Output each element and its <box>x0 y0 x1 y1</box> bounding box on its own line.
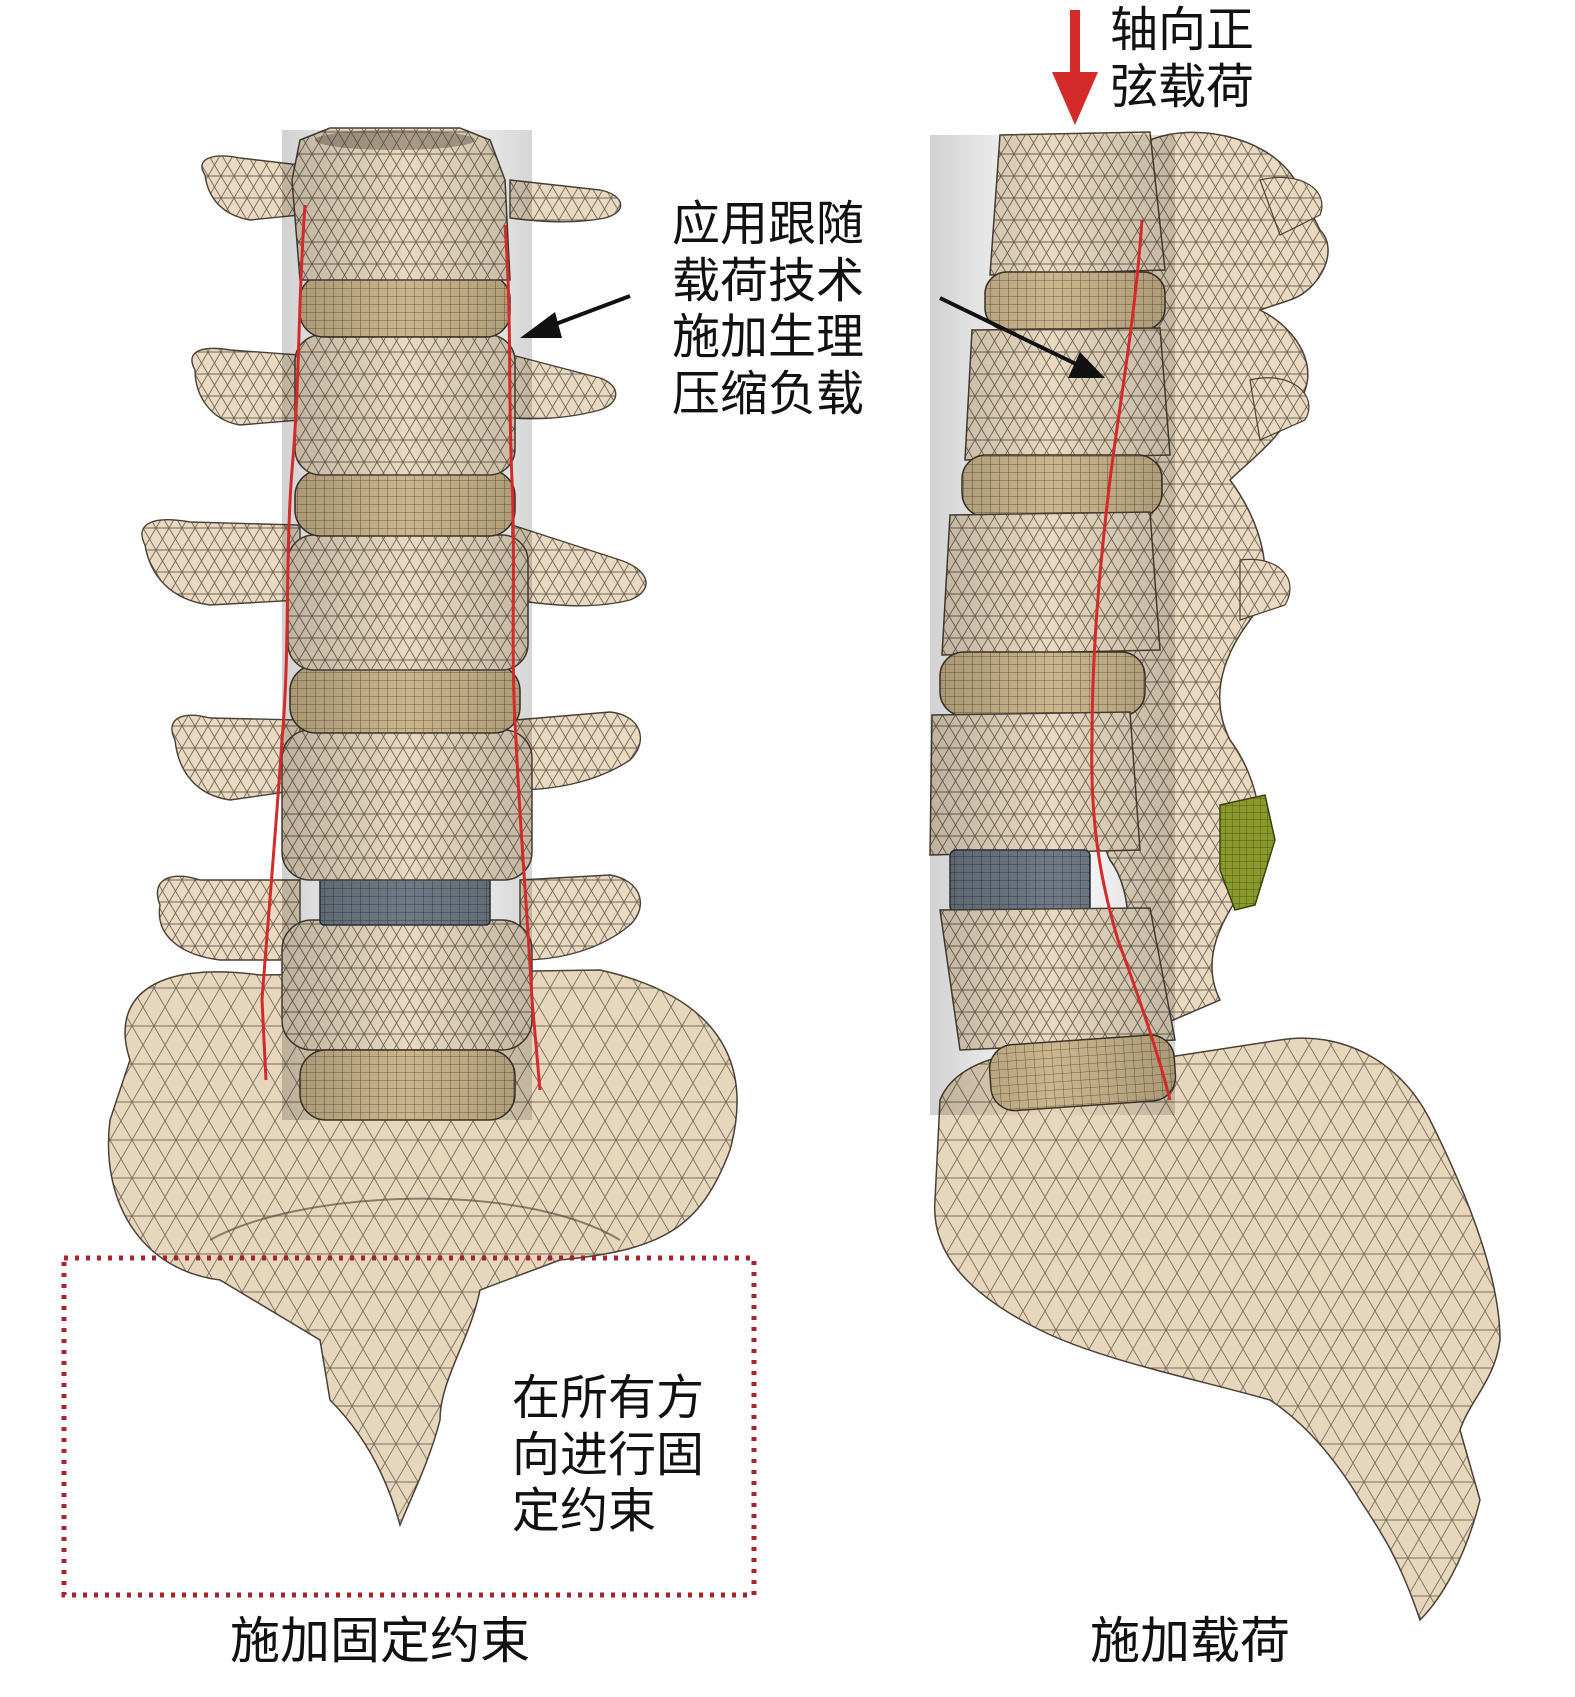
sacrum-lateral <box>934 1037 1501 1622</box>
l5-transverse-process <box>156 875 301 961</box>
black-arrow-icon <box>939 296 1105 378</box>
caption-left: 施加固定约束 <box>230 1612 530 1670</box>
interspinous-cage <box>1219 794 1276 911</box>
red-down-arrow-icon <box>1052 10 1098 125</box>
follower-load-label: 应用跟随 载荷技术 施加生理 压缩负载 <box>672 196 865 422</box>
fixed-constraint-box <box>61 1255 757 1598</box>
follower-load-line-right <box>503 224 542 1091</box>
lateral-spine-model <box>929 131 1501 1622</box>
follower-load-line-left <box>260 204 307 1081</box>
axial-load-label: 轴向正 弦载荷 <box>1110 2 1255 115</box>
anterior-spine-model <box>61 127 757 1598</box>
caption-right: 施加载荷 <box>1090 1612 1290 1670</box>
black-arrow-icon <box>520 294 631 338</box>
follower-load-line-lateral <box>1090 219 1172 1101</box>
sacrum-anterior <box>107 969 738 1528</box>
fixed-constraint-label: 在所有方 向进行固 定约束 <box>512 1370 705 1540</box>
